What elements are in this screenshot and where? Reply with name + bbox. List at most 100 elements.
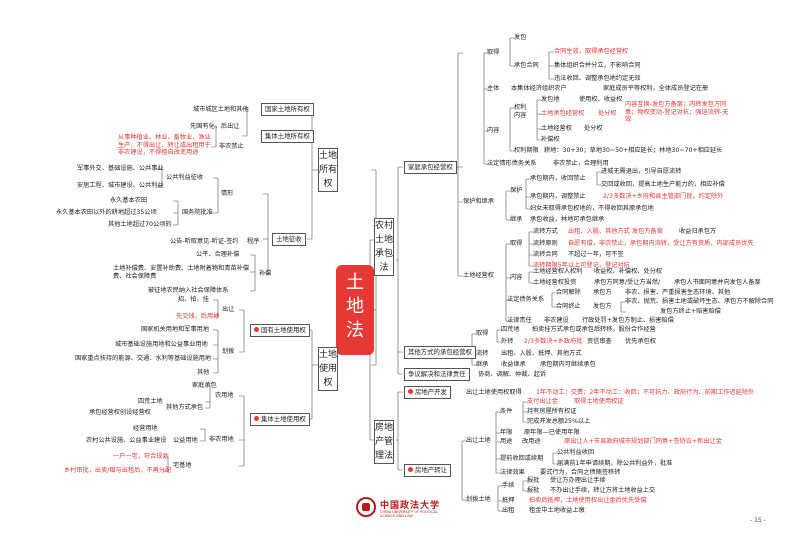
op-term-label: 法定债务关系 — [507, 296, 545, 303]
op-term-2c: 发包方终止+赔害赔偿 — [660, 308, 721, 315]
connector-line — [213, 177, 219, 214]
tr-early-1: 公共利益收回 — [557, 449, 595, 456]
connector-line — [551, 292, 557, 308]
brand-name: 中国政法大学 — [380, 501, 441, 511]
prohibit-relation-detail: 非农禁止，合理利用 — [553, 160, 609, 167]
op-liability-1a: 行政处罚+发包方制止、损害赔偿 — [582, 317, 674, 324]
central-topic: 土地法 — [336, 265, 374, 355]
state-approval-1: 永久基本农田 — [110, 197, 148, 204]
allocation-3: 国家重点扶持的能源、交通、水利等基础设施用地 — [75, 355, 212, 362]
tr-legal-1: 要式行为，合同之债随签移转 — [540, 469, 621, 476]
brand-en: CHINA UNIVERSITY OF POLITICAL SCIENCE AN… — [380, 510, 438, 518]
public-use-label: 公益用地 — [173, 437, 198, 444]
protect-1b: 交回或收回，提高土地生产能力的，相应补偿 — [601, 181, 725, 188]
op-acquire-1a: 出租、入股、其他方式 — [568, 228, 630, 235]
op-acquire-3a: 不超过一年，可不签 — [568, 251, 624, 258]
homestead-1: 一户一宅，符合规划 — [113, 453, 169, 460]
tr-cond-1a: 取得土地使用权证 — [574, 398, 624, 405]
tr2-proc-2: 报批 — [527, 487, 540, 494]
expropriation-node: 土地征收 — [272, 233, 306, 246]
procedure-label: 程序 — [247, 238, 260, 245]
bullet-icon — [408, 466, 413, 472]
collective-use-node: 集体土地使用权 — [250, 413, 310, 426]
content-label: 内容 — [487, 127, 500, 134]
term-label: 权利期限 — [514, 147, 539, 154]
oc-out-label: 外转 — [501, 338, 514, 345]
connector-line — [483, 52, 489, 165]
right-1-2: 使用权、收益权 — [579, 96, 623, 103]
tr-early-label: 提前收回或续期 — [500, 455, 544, 462]
connector-line — [461, 440, 467, 501]
op-term-1b: 非农、损害、严重损害生态环境、其他 — [625, 289, 731, 296]
tr2-lease-label: 出租 — [502, 507, 515, 514]
connector-line — [307, 329, 313, 420]
connector-line — [497, 485, 503, 512]
op-term-1a: 承包方 — [593, 289, 612, 296]
connector-line — [163, 456, 169, 472]
state-approval-label: 国务院批准 — [182, 209, 213, 216]
connector-line — [505, 243, 511, 322]
right-2: 土地承包经营权 — [541, 110, 585, 117]
university-logo: 中国政法大学 CHINA UNIVERSITY OF POLITICAL SCI… — [356, 497, 451, 519]
bullet-icon — [408, 388, 413, 394]
dev-node: 房地产开发 — [404, 386, 451, 399]
connector-line — [157, 168, 163, 187]
connector-line — [239, 309, 245, 353]
op-content-1a: 收益权、补偿权、处分权 — [594, 268, 663, 275]
use-branch: 土地使用权 — [318, 347, 338, 391]
dev-1: 出让土地使用权取得 — [466, 389, 522, 396]
acquire-label: 取得 — [487, 49, 500, 56]
contract-use-label: 家庭承包 — [192, 382, 217, 389]
oc-acquire-label: 取得 — [476, 330, 489, 337]
connector-line — [525, 178, 531, 210]
oc-trans-label: 流转 — [476, 350, 489, 357]
transfer-1-label: 出让土地 — [466, 437, 491, 444]
right-1: 发包地 — [541, 96, 560, 103]
connector-line — [307, 108, 313, 240]
tr-cond-2: 持有房屋所有权证 — [527, 408, 577, 415]
situations-label: 情形 — [221, 190, 234, 197]
prohibit-relation: 法定情形债务关系 — [487, 160, 537, 167]
agri-2: 其他方式承包 — [166, 404, 204, 411]
op-acquire-1b: 发包方备案 — [632, 228, 663, 235]
oc-inherit-2: 承包期内可继续承包 — [540, 361, 596, 368]
bullet-icon — [254, 415, 259, 421]
state-ownership-node: 国家土地所有权 — [261, 103, 314, 116]
connector-line — [173, 200, 179, 226]
tr-term-label: 年限 — [500, 429, 513, 436]
tr-cond-label: 条件 — [500, 408, 513, 415]
allocation-4: 其他 — [197, 369, 210, 376]
connector-line — [509, 37, 515, 67]
tr2-proc-2a: 不办出让手续，转让方将土地收益上交 — [550, 487, 656, 494]
allocation-1: 国家机关用地和军事用地 — [141, 326, 210, 333]
inherit-label: 继承 — [510, 216, 523, 223]
construction-1: 经营用地 — [133, 425, 158, 432]
tr-use-label: 用途 — [500, 438, 513, 445]
protect-3: 妇女未取得承包权地的，不得收回其原承包地 — [530, 205, 654, 212]
transfer-label: 出让 — [222, 306, 235, 313]
public-interest-2: 安居工程、城市建设、公共利益 — [77, 182, 164, 189]
op-acquire-2a: 自愿有偿，非农禁止，承包期内流转，受让方有资质，内部成员优先 — [568, 240, 754, 247]
connector-line — [200, 428, 206, 442]
state-use-node: 国有土地使用权 — [250, 324, 310, 337]
connector-line — [457, 52, 463, 277]
connector-line — [509, 107, 515, 152]
tr-use-1a: 原出让人+市县政府城市规划部门同意+签协议+新出让金 — [564, 438, 722, 445]
oc-acquire-1a: 拍卖挂方式承包或承包后转移，股份合作经营 — [532, 326, 656, 333]
connector-line — [596, 171, 602, 186]
dispute-node: 争议解决和法律责任 — [404, 368, 470, 381]
public-interest-label: 公共利益征收 — [166, 174, 204, 181]
protect-label: 保护和继承 — [463, 198, 494, 205]
collective-own-detail: 先国有化，后出让 — [190, 123, 240, 130]
contract-use-2: 承包经营权创设经营权 — [89, 409, 151, 416]
tr-use-1: 改用途 — [522, 438, 541, 445]
connector-line — [548, 51, 554, 80]
tr2-mort-label: 抵押 — [502, 497, 515, 504]
state-approval-2: 永久基本农田以外的耕地超过35公顷 — [56, 209, 157, 216]
oc-inherit-1: 收益继承 — [501, 361, 526, 368]
protect-1a: 进城无需退出，引导自愿流转 — [601, 168, 682, 175]
connector-line — [211, 125, 217, 148]
op-acquire-3: 流转合同 — [533, 251, 558, 258]
op-acquire-label: 取得 — [510, 240, 523, 247]
